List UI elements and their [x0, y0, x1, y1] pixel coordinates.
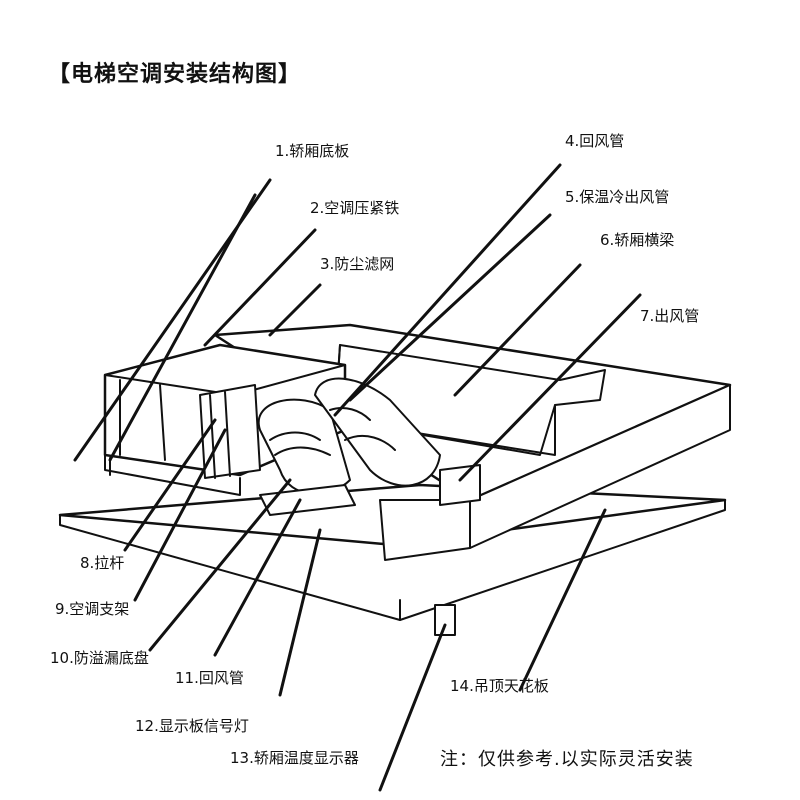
label-return-duct-4: 4.回风管 [565, 132, 625, 150]
label-outlet-duct: 7.出风管 [640, 307, 700, 325]
outlet-duct [314, 377, 481, 506]
label-car-crossbeam: 6.轿厢横梁 [600, 231, 675, 249]
label-pull-rod: 8.拉杆 [80, 554, 125, 572]
disclaimer-note: 注：仅供参考.以实际灵活安装 [440, 749, 694, 770]
label-car-floor: 1.轿厢底板 [275, 142, 350, 160]
diagram-title: 【电梯空调安装结构图】 [48, 62, 302, 87]
label-dust-filter: 3.防尘滤网 [320, 255, 395, 273]
label-ceiling-panel: 14.吊顶天花板 [450, 677, 549, 695]
leader-lines [73, 163, 642, 792]
return-duct [257, 398, 356, 516]
label-drip-tray: 10.防溢漏底盘 [50, 649, 149, 667]
label-display-signal-light: 12.显示板信号灯 [135, 717, 249, 735]
label-return-duct-11: 11.回风管 [175, 669, 244, 687]
temperature-display [434, 604, 456, 636]
label-temp-display: 13.轿厢温度显示器 [230, 749, 359, 767]
label-ac-bracket: 9.空调支架 [55, 600, 130, 618]
label-insulated-cold-duct: 5.保温冷出风管 [565, 188, 670, 206]
label-ac-clamp-iron: 2.空调压紧铁 [310, 199, 400, 217]
